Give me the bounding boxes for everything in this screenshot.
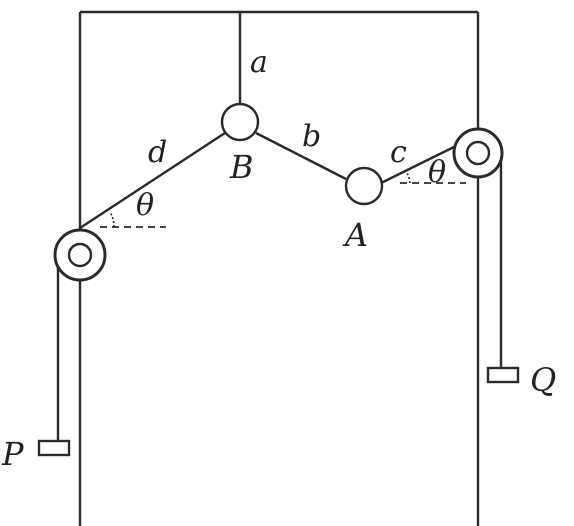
label-angle-left: θ bbox=[136, 188, 154, 223]
label-rope-c: c bbox=[390, 135, 407, 170]
label-rope-a: a bbox=[250, 45, 268, 80]
rope-d bbox=[79, 129, 229, 230]
angle-arc-right bbox=[405, 170, 411, 184]
rope-b bbox=[255, 131, 347, 181]
pulley-right-axle bbox=[465, 140, 491, 166]
label-ring-B: B bbox=[229, 148, 254, 186]
label-ring-A: A bbox=[342, 216, 368, 254]
pulley-left-axle bbox=[67, 242, 93, 268]
weight-block-P bbox=[37, 439, 71, 457]
label-weight-Q: Q bbox=[530, 361, 556, 399]
angle-arc-left bbox=[109, 211, 115, 228]
weight-block-Q bbox=[486, 366, 520, 384]
label-angle-right: θ bbox=[428, 155, 446, 190]
ring-B bbox=[220, 102, 260, 142]
label-rope-b: b bbox=[302, 119, 321, 154]
label-rope-d: d bbox=[148, 135, 167, 170]
rope-c bbox=[380, 141, 463, 185]
label-weight-P: P bbox=[1, 435, 24, 473]
ring-A bbox=[344, 166, 384, 206]
